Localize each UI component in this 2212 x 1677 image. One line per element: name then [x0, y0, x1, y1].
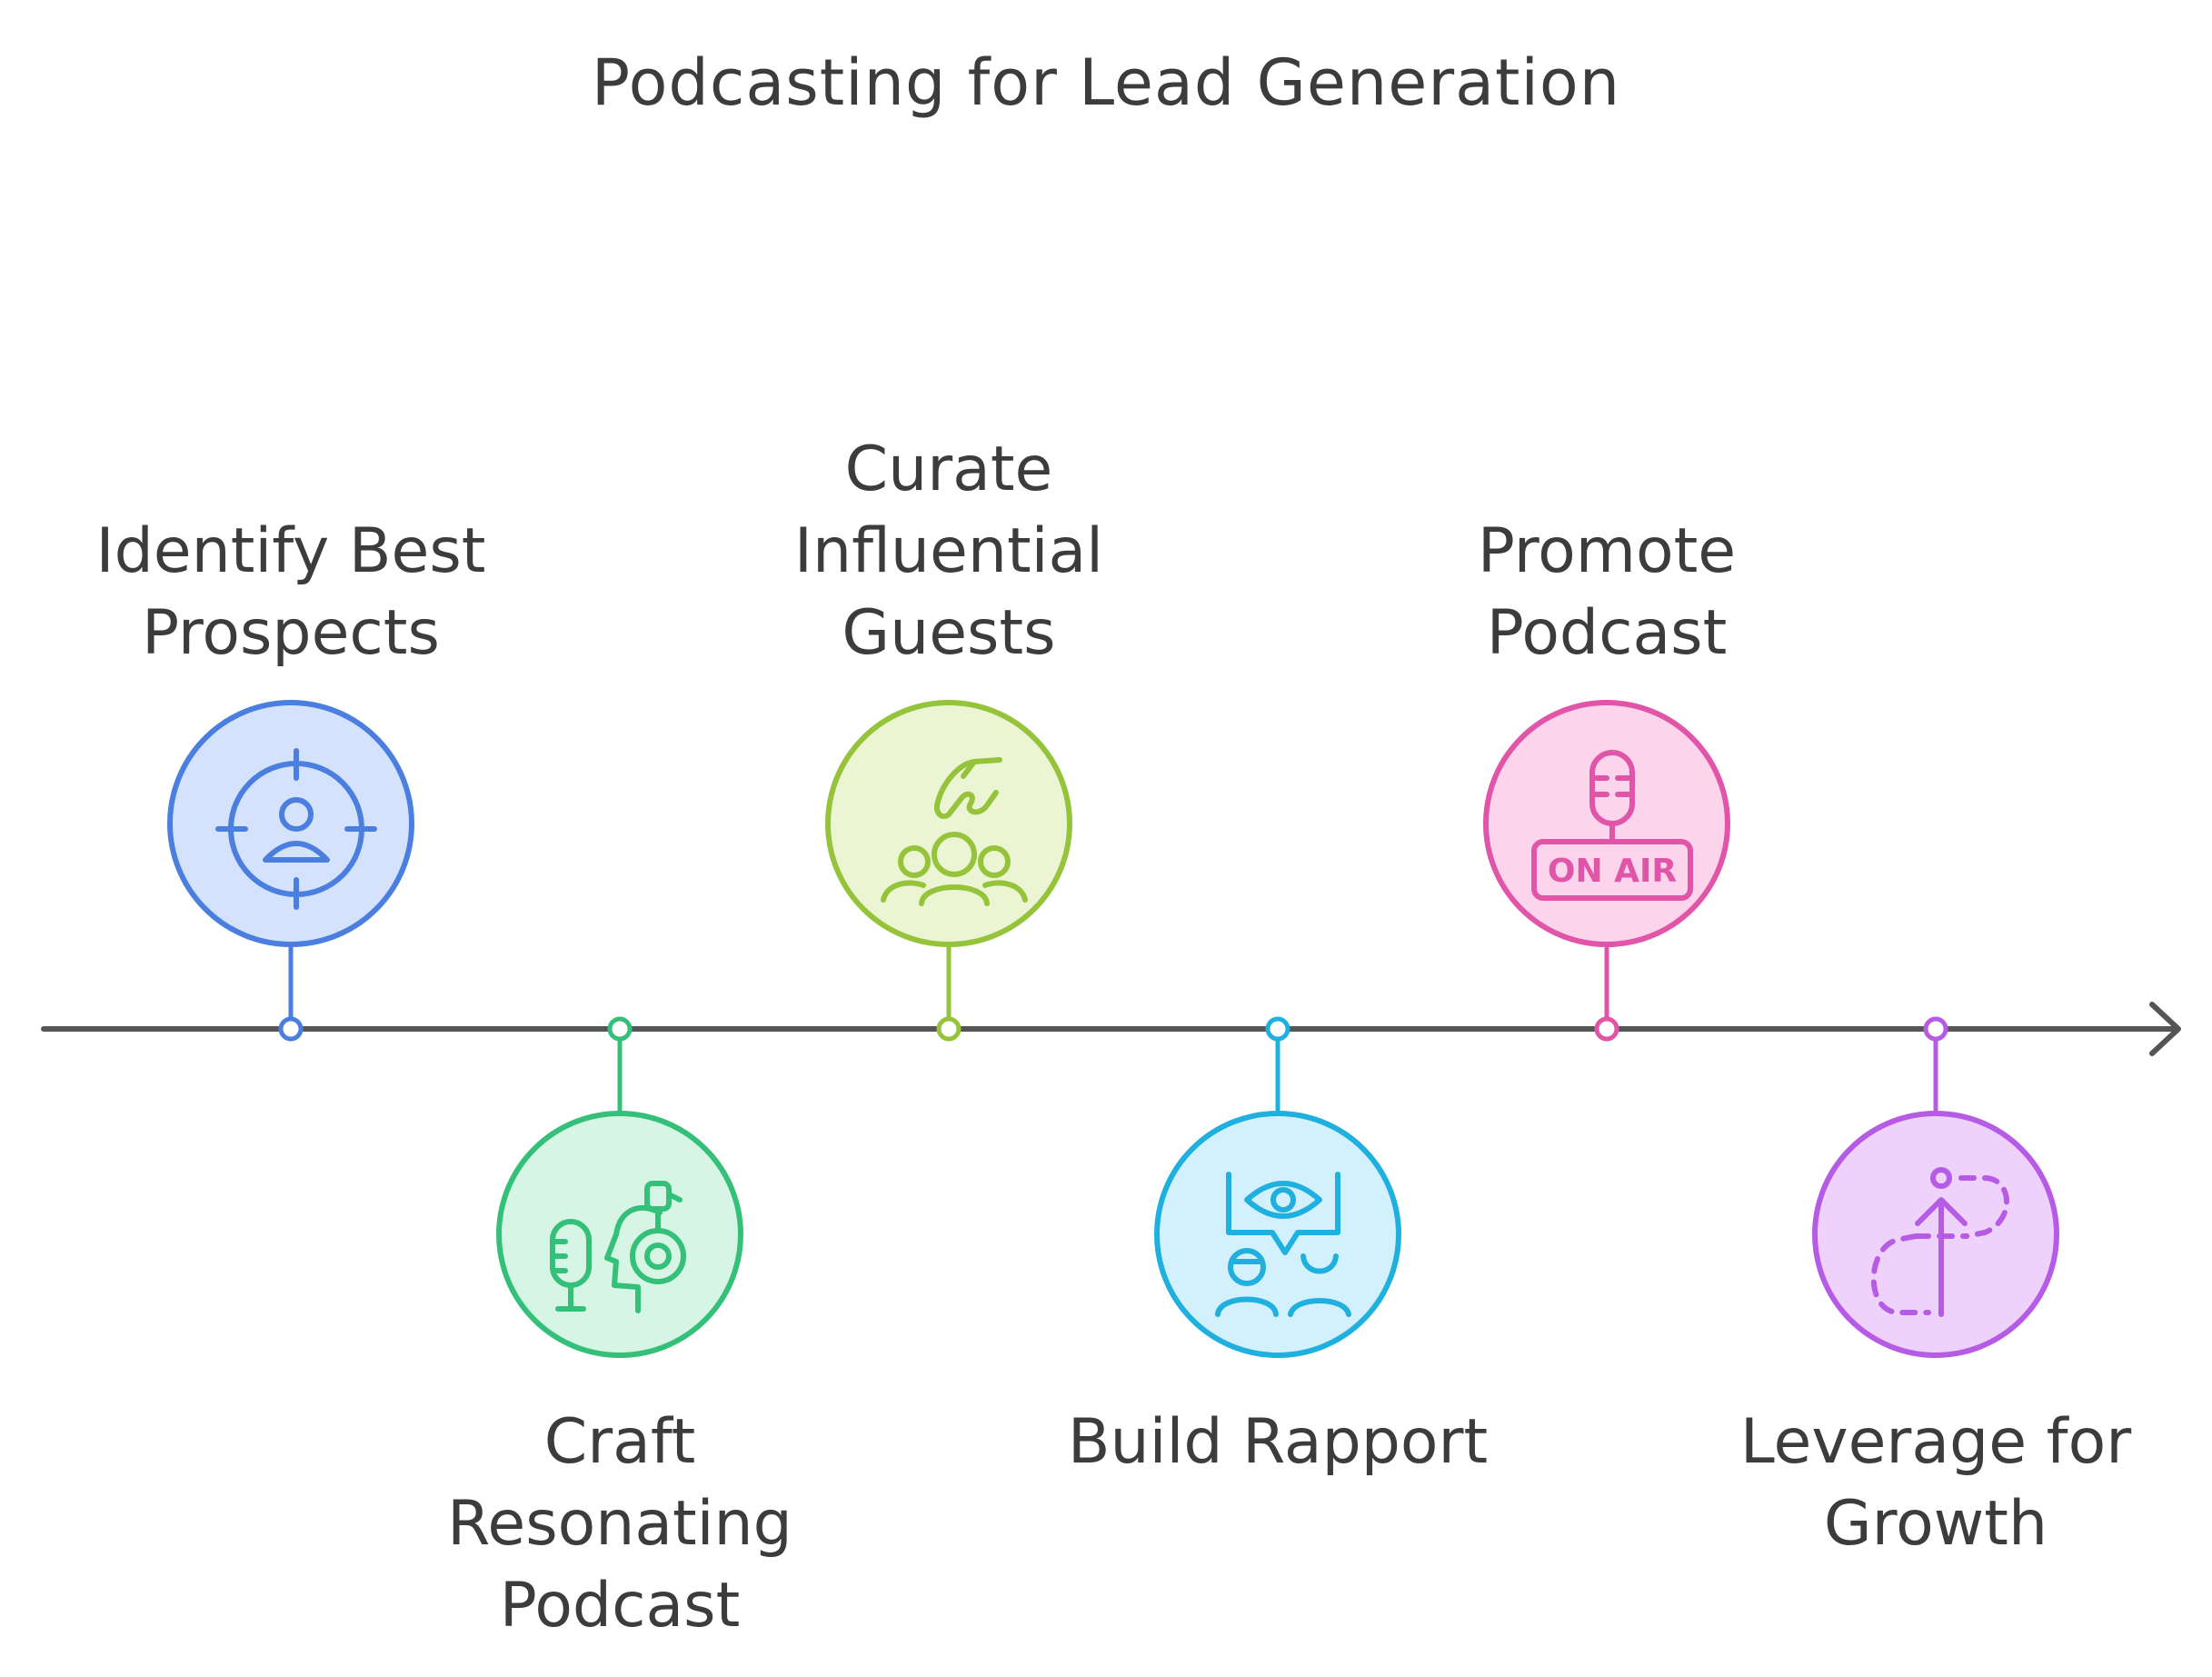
step-label-craft-resonating-podcast: Craft Resonating Podcast	[447, 1406, 792, 1642]
step-icon-ring-leverage-for-growth	[1812, 1111, 2059, 1358]
timeline-node	[1594, 1016, 1619, 1042]
on-air-microphone-icon: ON AIR	[1531, 750, 1693, 901]
eye-speech-people-icon	[1215, 1172, 1351, 1317]
timeline-node	[278, 1016, 304, 1042]
timeline-node	[936, 1016, 962, 1042]
microphone-headphones-icon	[550, 1181, 686, 1313]
target-person-icon	[215, 748, 377, 910]
step-label-build-rapport: Build Rapport	[1067, 1406, 1489, 1478]
growth-path-icon	[1870, 1167, 2009, 1317]
step-label-curate-influential-guests: Curate Influential Guests	[793, 434, 1104, 669]
step-label-promote-podcast: Promote Podcast	[1477, 515, 1737, 669]
on-air-badge-text: ON AIR	[1548, 853, 1677, 890]
timeline-arrowhead	[2149, 1002, 2181, 1056]
timeline-node	[607, 1016, 633, 1042]
hand-group-icon	[881, 757, 1028, 906]
step-icon-ring-promote-podcast: ON AIR	[1483, 700, 1730, 947]
step-label-leverage-for-growth: Leverage for Growth	[1739, 1406, 2132, 1560]
step-icon-ring-build-rapport	[1154, 1111, 1401, 1358]
timeline-node	[1265, 1016, 1290, 1042]
step-label-identify-best-prospects: Identify Best Prospects	[95, 515, 486, 669]
diagram-title: Podcasting for Lead Generation	[591, 45, 1621, 120]
timeline-node	[1923, 1016, 1948, 1042]
step-icon-ring-identify-best-prospects	[167, 700, 414, 947]
step-icon-ring-craft-resonating-podcast	[496, 1111, 743, 1358]
step-icon-ring-curate-influential-guests	[825, 700, 1072, 947]
